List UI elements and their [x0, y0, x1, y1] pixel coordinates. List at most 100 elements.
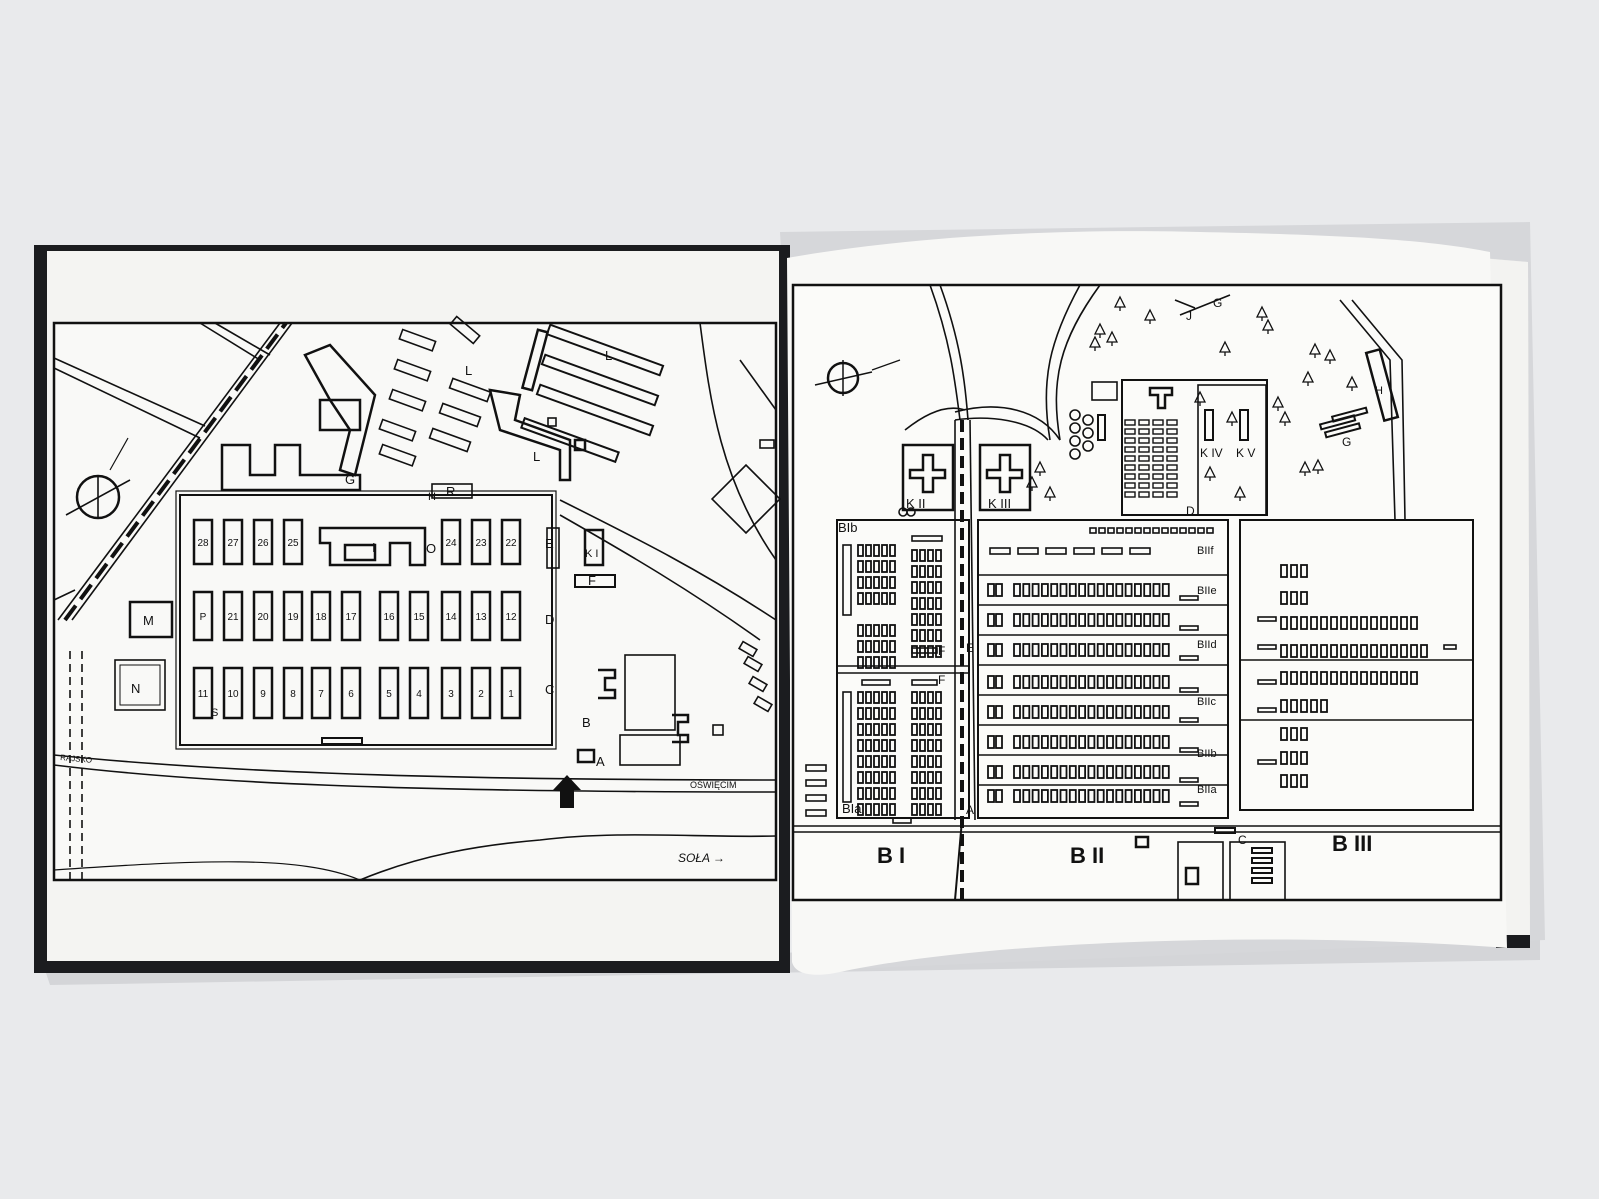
block-outline	[282, 666, 304, 720]
block-3: 3	[440, 666, 462, 720]
label-j: J	[1186, 309, 1192, 323]
barrack	[1050, 643, 1059, 657]
barrack	[1280, 774, 1288, 788]
block-5: 5	[378, 666, 400, 720]
barrack	[927, 755, 934, 768]
barrack	[1152, 473, 1164, 480]
barrack	[1257, 616, 1277, 622]
barrack	[1045, 547, 1067, 555]
barrack	[1152, 428, 1164, 435]
barrack	[1300, 774, 1308, 788]
barrack	[873, 544, 880, 557]
barrack	[1022, 765, 1031, 779]
label-e: E	[545, 536, 554, 551]
block-outline	[470, 666, 492, 720]
block-number: 26	[257, 538, 269, 549]
barrack	[1022, 675, 1031, 689]
barrack	[865, 771, 872, 784]
barrack	[911, 723, 918, 736]
subcamp-b1b: BIb	[838, 520, 858, 535]
block-number: 4	[416, 689, 422, 700]
barrack	[1106, 789, 1114, 803]
barrack	[927, 771, 934, 784]
barrack	[995, 613, 1003, 627]
block-24: 24	[440, 518, 462, 566]
subcamp-b2a: BIIa	[1197, 784, 1217, 796]
barrack	[1143, 735, 1152, 749]
barrack	[919, 597, 926, 610]
label-l-1: L	[465, 363, 472, 378]
tree-icon	[1203, 465, 1217, 481]
barrack	[1124, 765, 1133, 779]
label-f: F	[588, 573, 596, 588]
block-number: 2	[478, 689, 484, 700]
block-number: 3	[448, 689, 454, 700]
block-number: 28	[197, 538, 209, 549]
barrack	[873, 787, 880, 800]
block-number: P	[200, 612, 207, 623]
label-r: R	[446, 484, 455, 499]
barrack	[1087, 789, 1096, 803]
barrack	[1124, 428, 1136, 435]
block-number: 23	[475, 538, 487, 549]
barrack	[1443, 644, 1457, 650]
barrack	[881, 576, 888, 589]
barrack	[873, 560, 880, 573]
barrack	[1400, 671, 1408, 685]
block-1: 1	[500, 666, 522, 720]
barrack	[995, 675, 1003, 689]
label-e: E	[966, 641, 974, 655]
barrack	[1179, 595, 1199, 601]
barrack	[1166, 482, 1178, 489]
block-number: 24	[445, 538, 457, 549]
barrack	[1300, 671, 1308, 685]
barrack	[1013, 613, 1021, 627]
barrack	[1280, 751, 1288, 765]
block-outline	[192, 666, 214, 720]
barrack	[1124, 455, 1136, 462]
barrack	[1124, 613, 1133, 627]
barrack	[1078, 613, 1086, 627]
barrack	[919, 613, 926, 626]
barrack	[1152, 482, 1164, 489]
barrack	[1089, 527, 1097, 534]
barrack	[1031, 789, 1040, 803]
barrack	[989, 547, 1011, 555]
barrack	[927, 787, 934, 800]
block-number: 18	[315, 612, 327, 623]
barrack	[911, 565, 918, 578]
barrack	[1370, 671, 1378, 685]
barrack	[1152, 705, 1161, 719]
left-map-labels: L L L G H R I O E D C B A F K I M N S RA…	[60, 348, 737, 865]
barrack	[865, 640, 872, 653]
barrack	[1138, 437, 1150, 444]
block-outline	[340, 666, 362, 720]
barrack	[857, 624, 864, 637]
tree-icon	[1345, 375, 1359, 391]
barrack	[873, 739, 880, 752]
barrack	[927, 597, 934, 610]
barrack	[1143, 765, 1152, 779]
label-n: N	[131, 681, 140, 696]
barrack	[1134, 705, 1142, 719]
barrack	[1166, 437, 1178, 444]
barrack	[935, 787, 942, 800]
barrack	[1106, 675, 1114, 689]
barrack	[911, 581, 918, 594]
block-outline	[222, 666, 244, 720]
barrack	[1115, 765, 1124, 779]
barrack	[987, 675, 995, 689]
barrack	[919, 691, 926, 704]
barrack	[911, 647, 938, 654]
barrack	[1068, 643, 1077, 657]
block-outline	[500, 590, 522, 642]
barrack	[865, 707, 872, 720]
barrack	[1257, 759, 1277, 765]
barrack	[1087, 613, 1096, 627]
barrack	[881, 592, 888, 605]
barrack	[1390, 616, 1398, 630]
barrack	[911, 803, 918, 816]
block-number: 21	[227, 612, 239, 623]
barrack	[1197, 527, 1205, 534]
barrack	[1134, 675, 1142, 689]
